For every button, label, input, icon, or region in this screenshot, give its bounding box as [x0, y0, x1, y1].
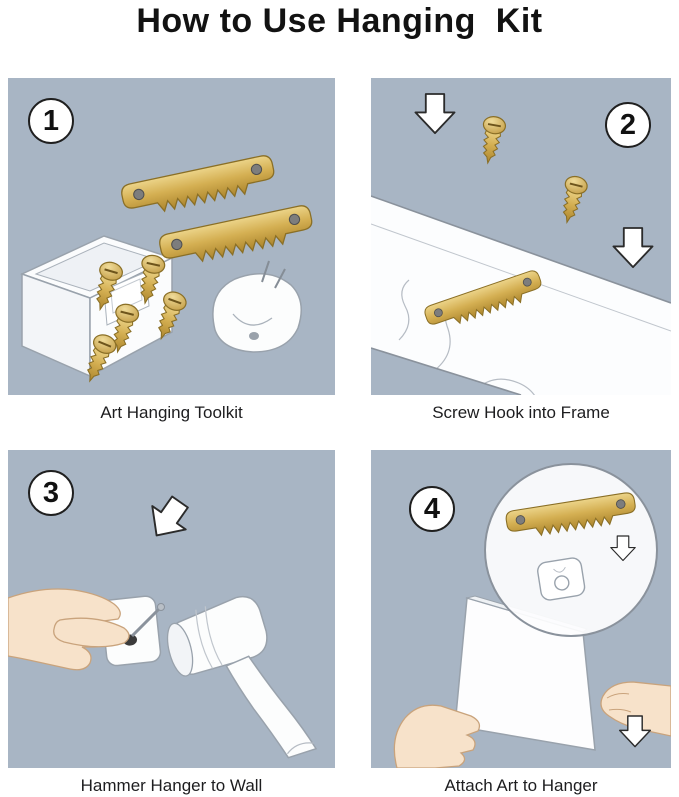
- step-number-badge: 3: [28, 470, 74, 516]
- step-3-canvas: [8, 489, 318, 759]
- left-hand-icon: [393, 704, 481, 768]
- page-title: How to Use Hanging Kit: [136, 2, 543, 40]
- screw-icon: [475, 113, 508, 166]
- step-1-canvas: [20, 153, 316, 387]
- hammer-icon: [166, 595, 318, 759]
- step-caption: Attach Art to Hanger: [444, 776, 598, 795]
- step-caption: Screw Hook into Frame: [432, 403, 610, 422]
- hand-icon: [8, 588, 130, 671]
- step-number: 4: [423, 492, 441, 525]
- step-1-illustration: 1: [8, 78, 335, 395]
- step-4-illustration: 4: [371, 450, 671, 768]
- arrow-down-icon: [138, 489, 198, 549]
- step-panel-2: 2 Screw Hook into Frame: [371, 78, 671, 423]
- step-caption: Hammer Hanger to Wall: [80, 776, 263, 795]
- step-number-badge: 2: [605, 102, 651, 148]
- sawtooth-hanger-icon: [119, 153, 278, 220]
- hook-icon: [537, 557, 586, 601]
- step-panel-4: 4: [371, 450, 671, 796]
- step-number: 2: [619, 108, 637, 141]
- step-number: 1: [42, 104, 60, 137]
- detail-inset-circle: [484, 463, 658, 637]
- step-number: 3: [42, 476, 60, 509]
- step-panel-3: 3 Hammer: [8, 450, 335, 796]
- arrow-down-icon: [612, 227, 654, 269]
- step-3-illustration: 3: [8, 450, 335, 768]
- wall-hook-icon: [212, 260, 302, 353]
- nail-icon: [130, 603, 165, 638]
- step-number-badge: 4: [409, 486, 455, 532]
- step-2-illustration: 2: [371, 78, 671, 395]
- step-panel-1: 1 Ar: [8, 78, 335, 423]
- step-2-canvas: [371, 93, 671, 395]
- step-caption: Art Hanging Toolkit: [100, 403, 243, 422]
- arrow-down-icon: [414, 93, 456, 135]
- step-number-badge: 1: [28, 98, 74, 144]
- step-4-canvas: [393, 463, 671, 768]
- sawtooth-hanger-icon: [157, 203, 316, 270]
- screw-icon: [555, 173, 590, 227]
